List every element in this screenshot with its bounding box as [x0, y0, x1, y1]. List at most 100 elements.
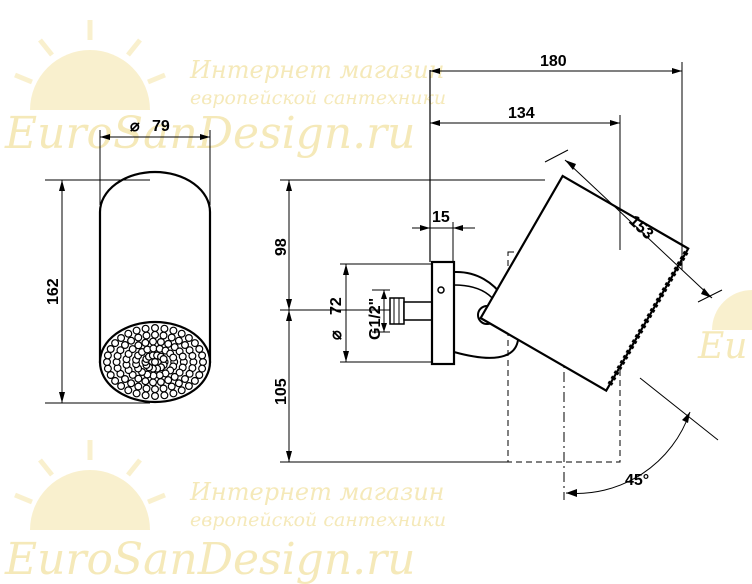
watermark-right-partial: Eu: [697, 290, 752, 367]
nozzle-hole: [174, 379, 183, 388]
diameter-symbol: ⌀: [328, 330, 345, 340]
nozzle-hole: [141, 324, 150, 333]
nozzle-hole: [175, 368, 184, 377]
front-view: ⌀ 79 162: [45, 118, 212, 404]
nozzle-hole: [103, 364, 112, 373]
nozzle-hole: [185, 369, 194, 378]
nozzle-hole: [141, 391, 150, 400]
watermark-line3: EuroSanDesign.ru: [4, 534, 416, 584]
nozzle-hole: [132, 326, 141, 335]
nozzle-hole: [169, 326, 178, 335]
side-view: 180 134 15 153 98 105: [273, 53, 723, 500]
nozzle-hole: [174, 336, 183, 345]
nozzle-hole: [177, 386, 186, 395]
nozzle-hole: [111, 376, 120, 385]
watermark-line1: Интернет магазин: [189, 56, 444, 84]
nozzle-hole: [124, 386, 133, 395]
wall-flange: [430, 260, 456, 366]
nozzle-hole: [134, 382, 143, 391]
thread-pipe: [403, 301, 433, 321]
nozzle-hole: [141, 377, 150, 386]
nozzle-hole: [195, 371, 204, 380]
nozzle-hole: [169, 389, 178, 398]
nozzle-hole: [190, 376, 199, 385]
watermark-line1: Интернет магазин: [189, 478, 444, 506]
dim-angle: 45°: [625, 472, 649, 489]
nozzle-hole: [117, 382, 126, 391]
nozzle-hole: [198, 351, 207, 360]
nozzle-hole: [198, 364, 207, 373]
nozzle-hole: [141, 338, 150, 347]
nozzle-hole: [106, 345, 115, 354]
nozzle-hole: [142, 384, 151, 393]
nozzle-hole: [106, 371, 115, 380]
watermark-line2: европейской сантехники: [190, 87, 446, 109]
nozzle-hole: [190, 339, 199, 348]
nozzle-pattern: [102, 324, 208, 401]
watermark-bottom: Интернет магазин европейской сантехники …: [4, 440, 446, 584]
nozzle-hole: [195, 345, 204, 354]
nozzle-hole: [134, 333, 143, 342]
nozzle-hole: [149, 378, 158, 387]
nozzle-hole: [151, 330, 160, 339]
nozzle-hole: [151, 392, 160, 401]
nozzle-hole: [134, 374, 143, 383]
nozzle-hole: [181, 341, 190, 350]
nozzle-hole: [134, 341, 143, 350]
nozzle-hole: [160, 391, 169, 400]
dim-diameter-flange: 72: [328, 297, 345, 315]
nozzle-hole: [159, 355, 168, 364]
nozzle-hole: [184, 382, 193, 391]
dim-height-bottom: 105: [273, 378, 290, 405]
nozzle-hole: [164, 339, 173, 348]
watermark-top: Интернет магазин европейской сантехники …: [4, 20, 446, 159]
sun-logo-icon: [14, 20, 166, 110]
nozzle-hole: [184, 334, 193, 343]
nozzle-hole: [128, 345, 137, 354]
dim-width-mid: 134: [508, 105, 535, 122]
nozzle-hole: [159, 384, 168, 393]
nozzle-hole: [127, 336, 136, 345]
nozzle-hole: [103, 351, 112, 360]
nozzle-hole: [170, 343, 179, 352]
nozzle-hole: [102, 358, 111, 367]
nozzle-hole: [132, 389, 141, 398]
nozzle-hole: [151, 358, 160, 367]
nozzle-hole: [151, 385, 160, 394]
nozzle-hole: [142, 331, 151, 340]
nozzle-hole: [120, 375, 129, 384]
nozzle-hole: [167, 382, 176, 391]
nozzle-hole: [124, 329, 133, 338]
dim-height-front: 162: [45, 278, 62, 305]
nozzle-hole: [170, 372, 179, 381]
nozzle-hole: [117, 334, 126, 343]
nozzle-hole: [116, 346, 125, 355]
nozzle-hole: [160, 324, 169, 333]
nozzle-hole: [127, 379, 136, 388]
nozzle-hole: [188, 351, 197, 360]
nozzle-hole: [159, 331, 168, 340]
nozzle-hole: [111, 339, 120, 348]
nozzle-hole: [181, 375, 190, 384]
diameter-symbol: ⌀: [130, 118, 140, 135]
svg-text:Eu: Eu: [697, 326, 747, 367]
watermark-line2: европейской сантехники: [190, 509, 446, 531]
nozzle-hole: [167, 333, 176, 342]
dim-thread: G1/2": [367, 298, 384, 340]
nozzle-hole: [199, 358, 208, 367]
sun-logo-icon: [14, 440, 166, 530]
nozzle-hole: [149, 337, 158, 346]
nozzle-hole: [178, 352, 187, 361]
nozzle-hole: [177, 329, 186, 338]
shower-body-outline: [98, 170, 212, 364]
nozzle-hole: [151, 324, 160, 333]
dim-width-flange: 15: [432, 209, 450, 226]
nozzle-hole: [156, 378, 165, 387]
shower-head-tilted: [479, 174, 690, 393]
nozzle-hole: [120, 341, 129, 350]
nozzle-hole: [164, 376, 173, 385]
dim-diameter-front: 79: [152, 118, 170, 135]
dim-height-top: 98: [273, 238, 290, 256]
nozzle-hole: [156, 338, 165, 347]
